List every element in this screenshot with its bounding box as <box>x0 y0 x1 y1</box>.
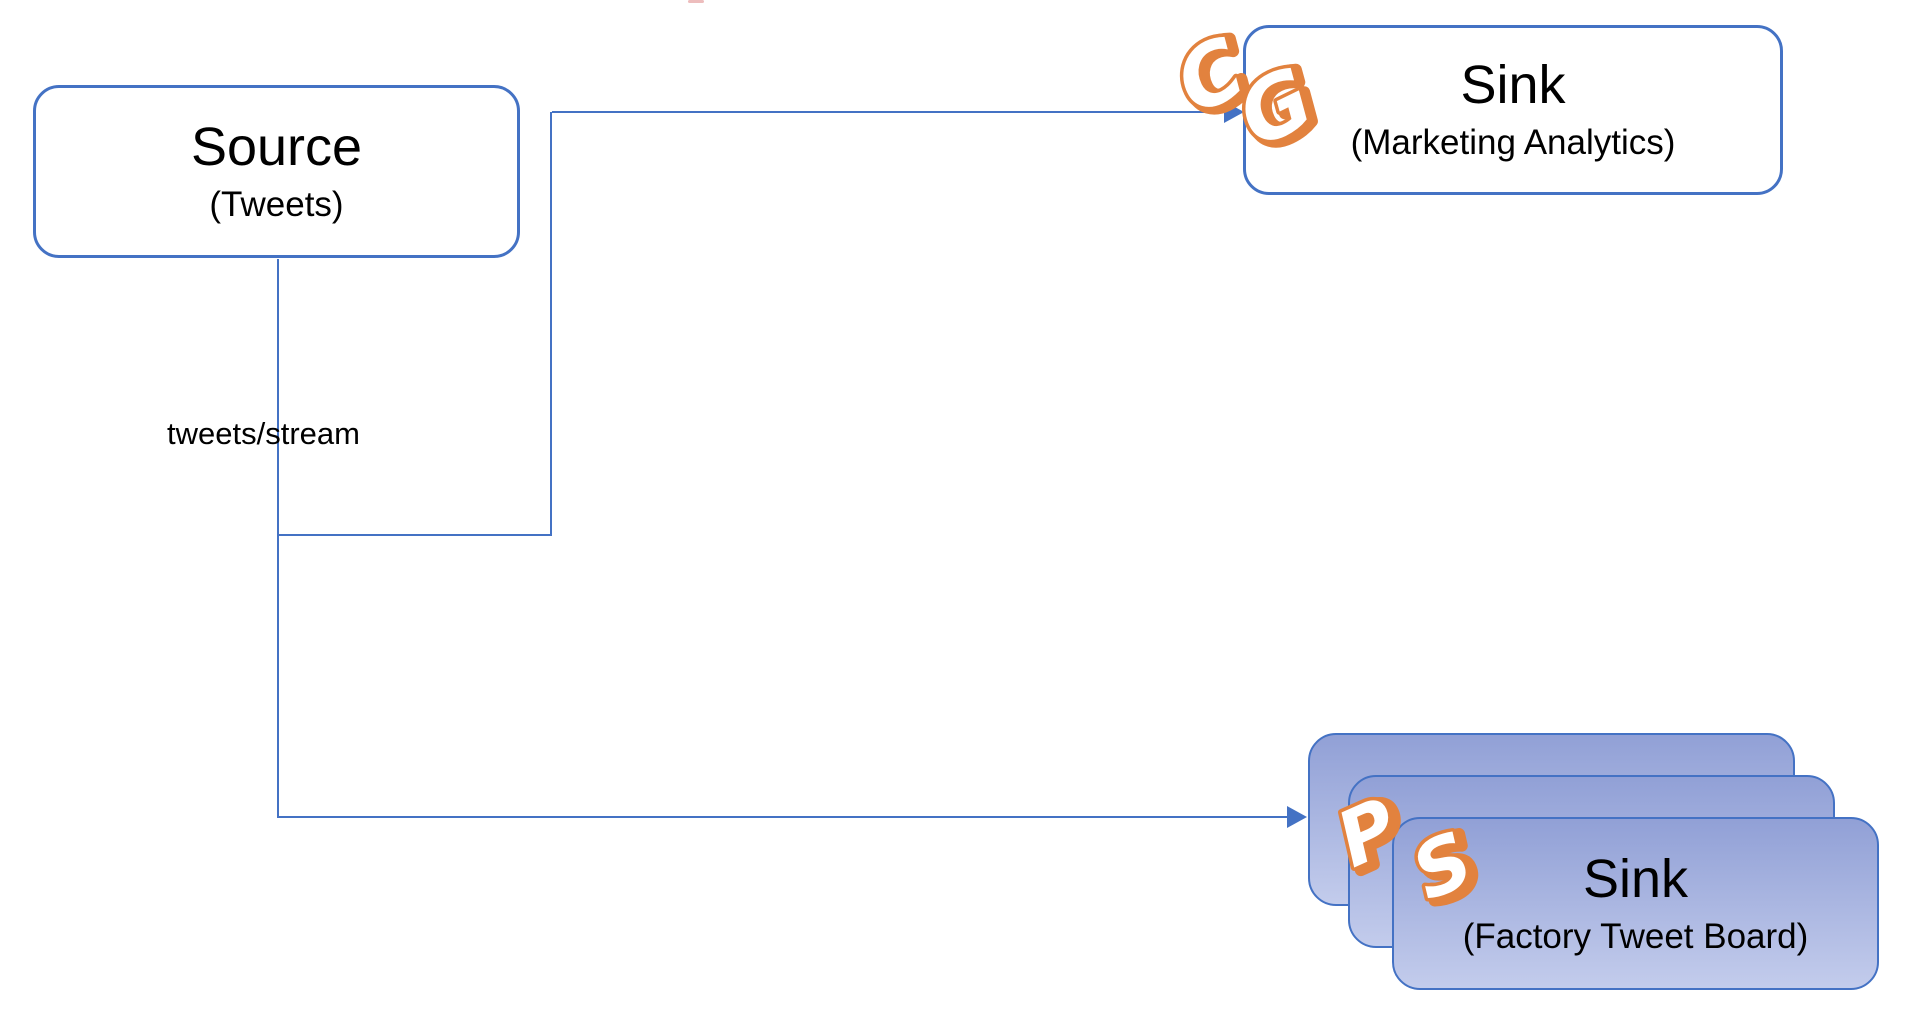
arrowhead-factory-icon <box>1287 806 1307 828</box>
arrowhead-marketing-icon <box>1224 101 1244 123</box>
stream-label: tweets/stream <box>167 416 360 451</box>
source-subtitle: (Tweets) <box>209 184 344 224</box>
ps-logo: P P S S <box>1320 777 1498 926</box>
cg-logo: C C G G <box>1157 14 1339 174</box>
connector-to-marketing <box>552 111 1224 113</box>
sink-marketing-node: Sink (Marketing Analytics) <box>1243 25 1783 195</box>
source-node: Source (Tweets) <box>33 85 520 258</box>
sink-factory-title: Sink <box>1582 848 1689 909</box>
top-edge-artifact <box>688 0 704 3</box>
connector-to-factory <box>279 816 1287 818</box>
connector-up-vertical <box>550 112 552 536</box>
sink-factory-node: Sink (Factory Tweet Board) <box>1392 817 1879 990</box>
sink-factory-stack: Sink (Factory Tweet Board) <box>1308 733 1882 994</box>
sink-factory-subtitle: (Factory Tweet Board) <box>1462 916 1809 956</box>
sink-marketing-subtitle: (Marketing Analytics) <box>1350 123 1676 162</box>
sink-marketing-title: Sink <box>1460 55 1566 115</box>
connector-branch-horizontal <box>277 534 552 536</box>
source-title: Source <box>190 116 363 177</box>
connector-source-down <box>277 259 279 818</box>
